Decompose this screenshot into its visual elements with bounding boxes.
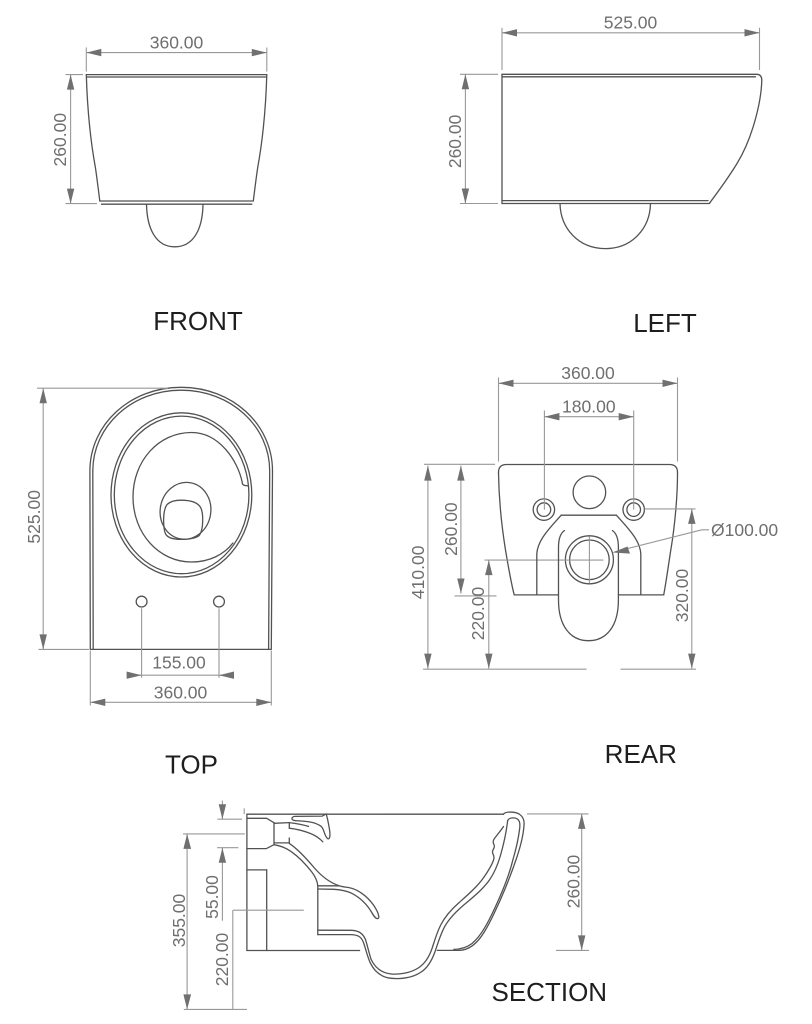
svg-text:LEFT: LEFT [633, 308, 697, 338]
svg-text:360.00: 360.00 [150, 33, 204, 53]
svg-text:525.00: 525.00 [24, 490, 44, 544]
svg-text:320.00: 320.00 [672, 568, 692, 622]
svg-text:Ø100.00: Ø100.00 [711, 520, 778, 540]
svg-text:FRONT: FRONT [153, 306, 243, 336]
svg-text:260.00: 260.00 [441, 502, 461, 556]
svg-text:155.00: 155.00 [152, 653, 206, 673]
svg-text:360.00: 360.00 [154, 682, 208, 702]
svg-text:260.00: 260.00 [445, 114, 465, 168]
svg-text:220.00: 220.00 [468, 586, 488, 640]
svg-text:220.00: 220.00 [212, 932, 232, 986]
svg-text:REAR: REAR [605, 739, 677, 769]
svg-text:355.00: 355.00 [169, 893, 189, 947]
svg-text:55.00: 55.00 [202, 875, 222, 919]
svg-text:360.00: 360.00 [561, 363, 615, 383]
svg-text:410.00: 410.00 [408, 545, 428, 599]
svg-text:180.00: 180.00 [562, 397, 616, 417]
svg-text:SECTION: SECTION [492, 977, 608, 1007]
svg-text:260.00: 260.00 [564, 854, 584, 908]
svg-text:525.00: 525.00 [604, 13, 658, 33]
svg-text:TOP: TOP [165, 750, 218, 780]
svg-text:260.00: 260.00 [50, 113, 70, 167]
